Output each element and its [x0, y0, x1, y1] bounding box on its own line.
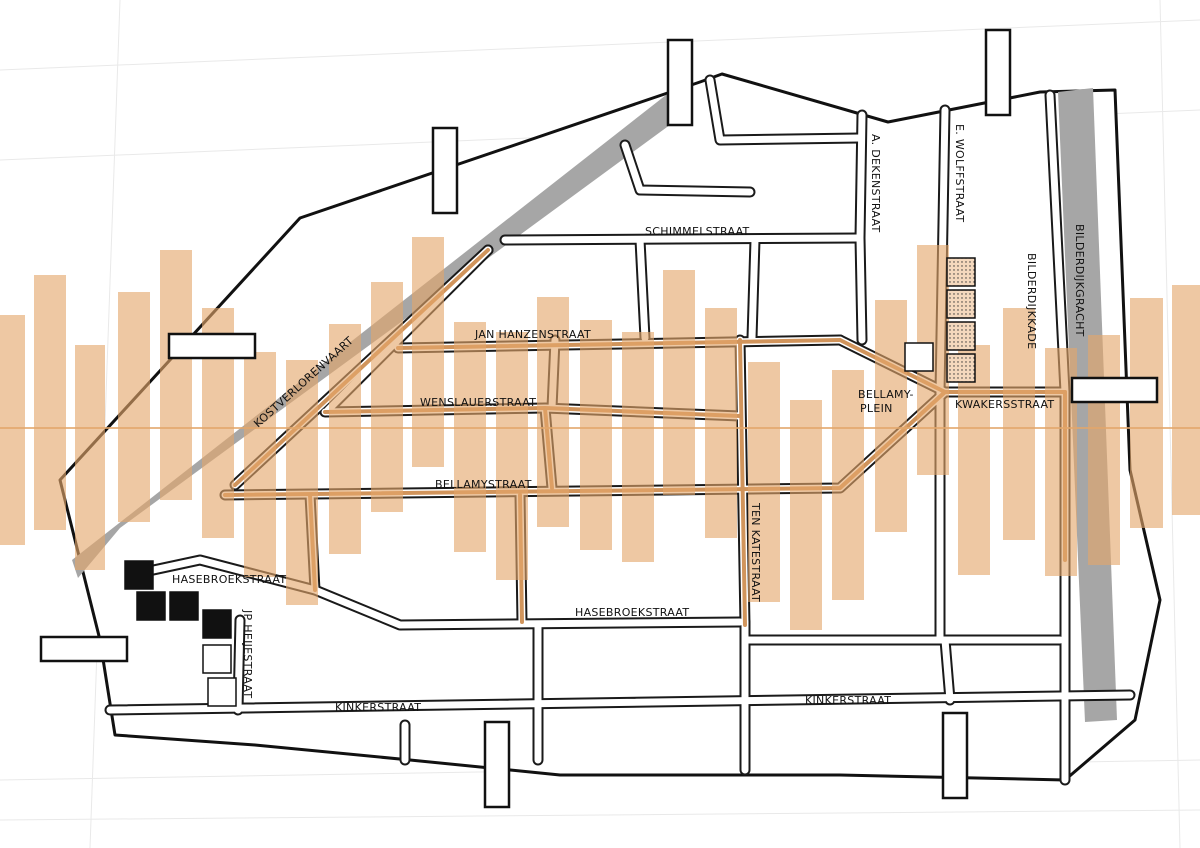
- gate-marker: [666, 38, 694, 127]
- overlay-bar: [622, 332, 654, 562]
- overlay-bar: [118, 292, 150, 522]
- overlay-bar: [244, 352, 276, 577]
- overlay-bar: [286, 360, 318, 605]
- overlay-bar: [329, 324, 361, 554]
- filled-block: [169, 591, 199, 621]
- overlay-bar: [454, 322, 486, 552]
- overlay-bar: [580, 320, 612, 550]
- label-ten-katestraat: TEN KATESTRAAT: [749, 502, 762, 602]
- label-bellamyplein: BELLAMY-: [858, 388, 914, 401]
- empty-block: [202, 644, 232, 674]
- overlay-bar: [160, 250, 192, 500]
- overlay-bar: [34, 275, 66, 530]
- filled-block: [202, 609, 232, 639]
- overlay-bar: [496, 332, 528, 580]
- overlay-bar: [663, 270, 695, 495]
- overlay-bar: [75, 345, 105, 570]
- label-bellamyplein-line2: PLEIN: [860, 402, 893, 415]
- building-blocks: [124, 257, 976, 707]
- overlay-bar: [1003, 308, 1035, 540]
- label-bellamystraat: BELLAMYSTRAAT: [435, 478, 532, 491]
- overlay-bar: [832, 370, 864, 600]
- label-wolffstraat: E. WOLFFSTRAAT: [953, 124, 966, 222]
- overlay-bar: [748, 362, 780, 602]
- gate-marker: [984, 28, 1012, 117]
- label-bilderdijkgracht: BILDERDIJKGRACHT: [1073, 224, 1086, 337]
- dotted-block: [946, 353, 976, 383]
- filled-block: [136, 591, 166, 621]
- label-schimmelstraat: SCHIMMELSTRAAT: [645, 225, 750, 238]
- label-jp-heijestraat: JP HEIJESTRAAT: [241, 609, 254, 698]
- filled-block: [124, 560, 154, 590]
- overlay-bar: [412, 237, 444, 467]
- label-hasebroekstraat-west: HASEBROEKSTRAAT: [172, 573, 286, 586]
- overlay-bar: [537, 297, 569, 527]
- gate-marker: [1070, 376, 1159, 404]
- overlay-bar: [790, 400, 822, 630]
- label-wenslauerstraat: WENSLAUERSTRAAT: [420, 396, 536, 409]
- gate-marker: [431, 126, 459, 215]
- label-kinkerstraat-west: KINKERSTRAAT: [335, 701, 421, 714]
- label-kinkerstraat-east: KINKERSTRAAT: [805, 694, 891, 707]
- overlay-bar: [705, 308, 737, 538]
- label-dekenstraat: A. DEKENSTRAAT: [869, 134, 882, 232]
- overlay-bar: [371, 282, 403, 512]
- overlay-bar: [0, 315, 25, 545]
- overlay-bar: [958, 345, 990, 575]
- dotted-block: [946, 321, 976, 351]
- gate-marker: [39, 635, 129, 663]
- overlay-bar: [1130, 298, 1163, 528]
- dotted-block: [946, 257, 976, 287]
- empty-block: [904, 342, 934, 372]
- gate-marker: [483, 720, 511, 809]
- label-hasebroekstraat-east: HASEBROEKSTRAAT: [575, 606, 689, 619]
- overlay-bar: [1172, 285, 1200, 515]
- gate-markers: [39, 28, 1159, 809]
- overlay-bar: [875, 300, 907, 532]
- overlay-bar: [1088, 335, 1120, 565]
- empty-block: [207, 677, 237, 707]
- dotted-block: [946, 289, 976, 319]
- label-jan-hanzenstraat: JAN HANZENSTRAAT: [474, 328, 591, 341]
- label-bilderdijkkade: BILDERDIJKKADE: [1025, 253, 1038, 349]
- gate-marker: [941, 711, 969, 800]
- gate-marker: [167, 332, 257, 360]
- label-kwakersstraat: KWAKERSSTRAAT: [955, 398, 1054, 411]
